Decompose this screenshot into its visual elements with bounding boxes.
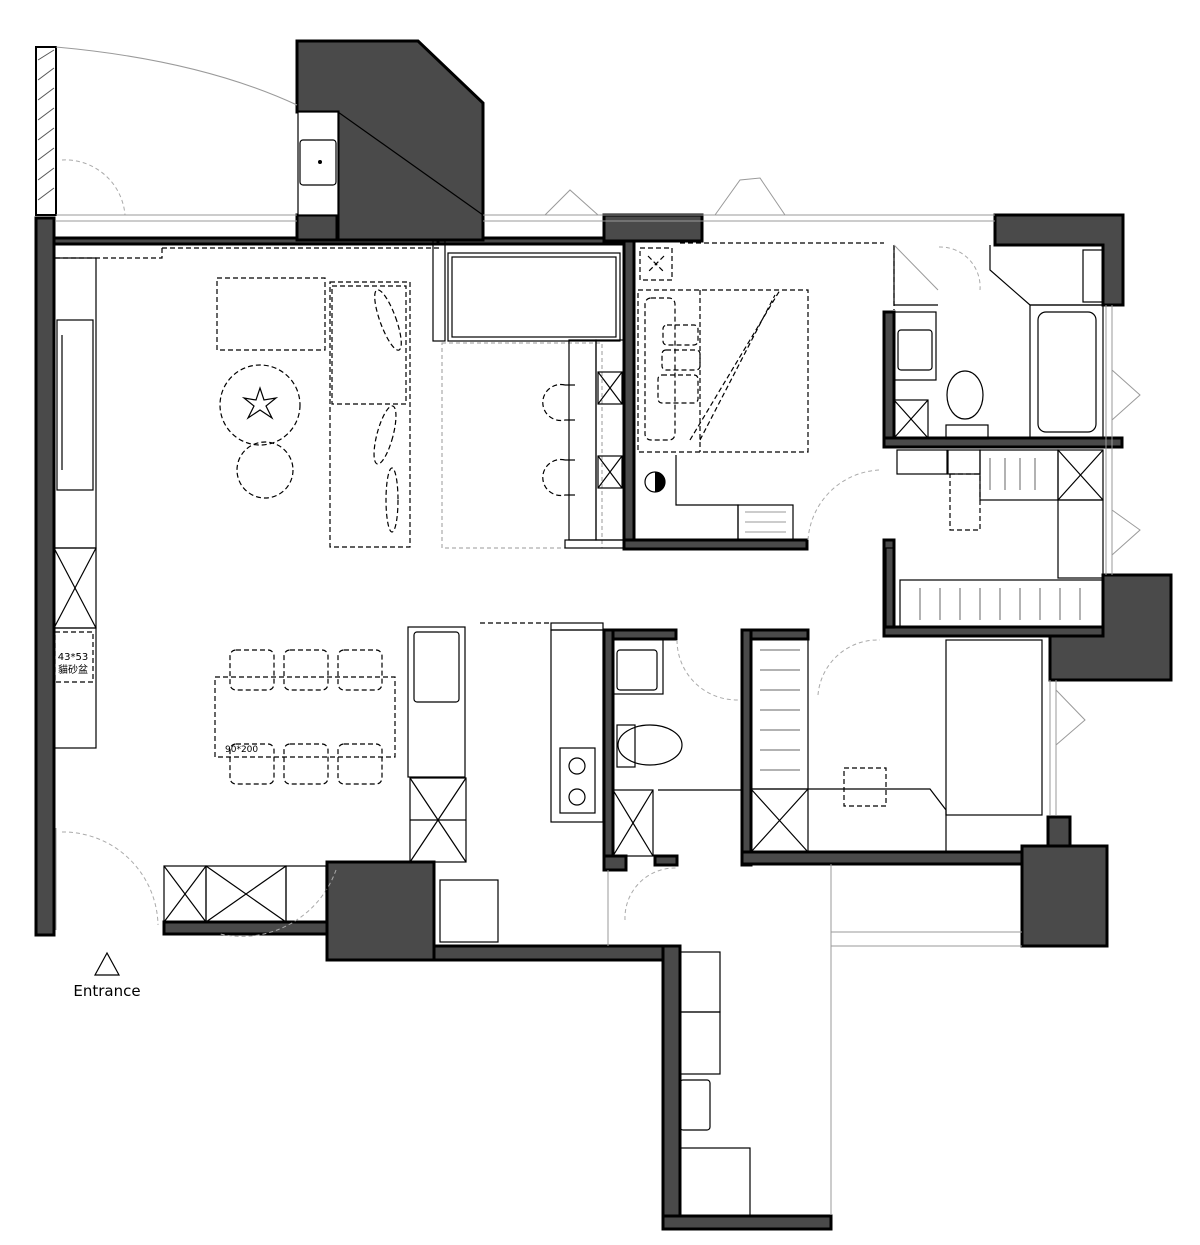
service-balcony xyxy=(607,870,751,1217)
entrance-label: Entrance xyxy=(73,982,140,1000)
left-cabinets: 43*53 貓砂盆 xyxy=(53,257,97,749)
entrance-marker: Entrance xyxy=(73,951,141,1000)
litter-box-label: 貓砂盆 xyxy=(58,663,88,676)
study xyxy=(750,638,1043,853)
entry-cabinets xyxy=(163,865,327,923)
entry-sink xyxy=(297,111,484,216)
guest-bathroom xyxy=(612,638,742,857)
litter-box-size-label: 43*53 xyxy=(58,652,88,663)
bedroom xyxy=(637,242,884,541)
kitchen xyxy=(407,622,604,943)
table-size-label: 90*200 xyxy=(225,745,258,755)
master-bathroom xyxy=(893,244,1104,440)
bar-counter xyxy=(432,240,625,549)
dining-table: 90*200 xyxy=(214,649,396,785)
entrance-arrow-icon xyxy=(93,951,121,976)
door-swings xyxy=(55,46,981,937)
living-room-furniture xyxy=(53,243,440,548)
wardrobes xyxy=(885,449,1104,629)
windows xyxy=(56,177,1141,1215)
